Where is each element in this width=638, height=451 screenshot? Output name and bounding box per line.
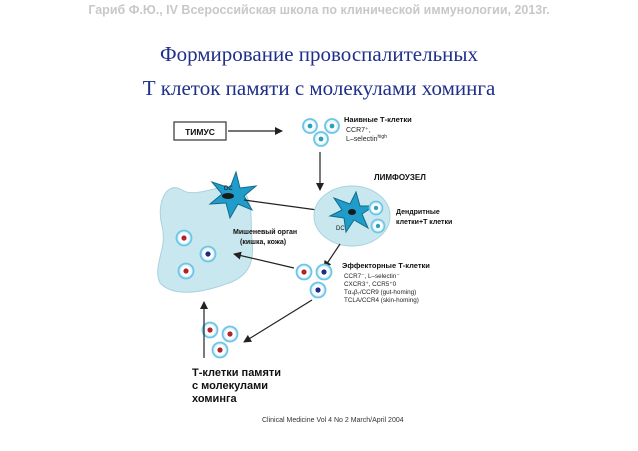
memory-cell: [211, 341, 229, 359]
dc-label-right: DC: [336, 226, 345, 232]
naive-marker-1: CCR7⁺,: [346, 127, 371, 134]
memory-cell: [221, 325, 239, 343]
lymph-node: [313, 185, 391, 247]
naive-cell: [324, 118, 340, 134]
memory-label-1: Т-клетки памяти: [192, 367, 281, 379]
effector-cell: [309, 281, 327, 299]
effector-marker-1: CCR7⁻, L–selectin⁻: [344, 273, 400, 280]
effector-title: Эффекторные Т-клетки: [342, 261, 430, 270]
naive-cell: [302, 118, 318, 134]
slide-title-line-2: Т клеток памяти с молекулами хоминга: [142, 76, 496, 100]
target-organ-line-2: (кишка, кожа): [240, 239, 286, 246]
naive-marker-2: L–selectin: [346, 136, 378, 143]
arrow-effector-to-memory: [243, 299, 313, 343]
lymph-node-cell: [370, 218, 386, 234]
effector-marker-2: CXCR3⁺, CCR5⁺0: [344, 281, 397, 288]
memory-label-2: с молекулами: [192, 380, 268, 392]
memory-cell: [201, 321, 219, 339]
effector-t-cells: [295, 263, 333, 299]
lymph-node-cell: [368, 200, 384, 216]
thymus-box: ТИМУС: [173, 121, 227, 141]
naive-cell: [313, 131, 329, 147]
effector-cell: [315, 263, 333, 281]
slide-title-line-1: Формирование провоспалительных: [159, 42, 479, 66]
slide-header: Гариб Ф.Ю., IV Всероссийская школа по кл…: [88, 3, 550, 17]
effector-marker-3: Tα₄β₇/CCR9 (gut-homing): [344, 289, 416, 296]
naive-title: Наивные Т-клетки: [344, 115, 412, 124]
thymus-label: ТИМУС: [185, 127, 215, 137]
citation: Clinical Medicine Vol 4 No 2 March/April…: [262, 417, 404, 424]
arrow-lymph-node-to-effector: [323, 243, 341, 269]
naive-t-cells: [302, 118, 340, 147]
svg-text:L–selectinhigh: L–selectinhigh: [346, 134, 387, 143]
organ-cell: [199, 245, 217, 263]
dc-label-left: DC: [224, 186, 233, 192]
organ-cell: [175, 229, 193, 247]
effector-cell: [295, 263, 313, 281]
naive-marker-2-sup: high: [378, 134, 388, 140]
effector-marker-4: TCLA/CCR4 (skin-homing): [344, 297, 419, 304]
dendritic-label-1: Дендритные: [396, 209, 440, 216]
memory-label-3: хоминга: [192, 393, 238, 405]
lymph-node-label: ЛИМФОУЗЕЛ: [374, 173, 426, 182]
dendritic-cell-left: [208, 170, 258, 220]
organ-cell: [177, 262, 195, 280]
memory-t-cells: [201, 321, 239, 359]
homing-diagram: ТИМУС Наивные Т-клетки CCR7⁺, L–selectin…: [148, 108, 484, 430]
target-organ-line-1: Мишеневый орган: [233, 228, 297, 236]
dendritic-label-2: клетки+Т клетки: [396, 219, 452, 226]
arrow-effector-to-organ: [233, 251, 295, 269]
